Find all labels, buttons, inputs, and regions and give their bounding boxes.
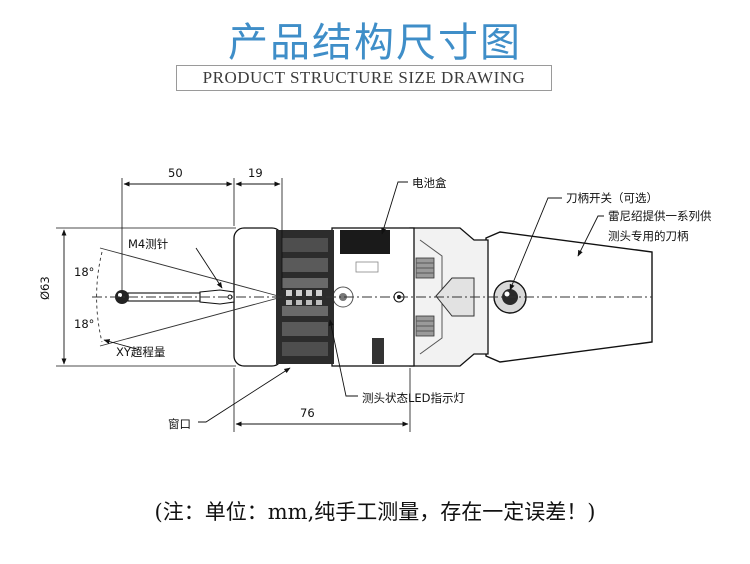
dimension-diameter-63: Ø63 xyxy=(38,276,52,300)
dimension-50: 50 xyxy=(168,166,183,180)
overtravel-lines xyxy=(96,247,283,347)
diameter-dimension xyxy=(56,227,236,367)
dimension-76: 76 xyxy=(300,406,315,420)
subtitle-frame xyxy=(176,65,552,91)
top-dimensions xyxy=(121,178,283,290)
label-battery: 电池盒 xyxy=(412,176,447,190)
label-renishaw-line2: 测头专用的刀柄 xyxy=(608,229,689,243)
label-renishaw-line1: 雷尼绍提供一系列供 xyxy=(608,209,712,223)
dimension-19: 19 xyxy=(248,166,263,180)
footer-note: (注：单位：mm,纯手工测量，存在一定误差！) xyxy=(154,500,596,524)
label-stylus: M4测针 xyxy=(128,237,169,251)
angle-bottom: 18° xyxy=(74,317,95,331)
page-subtitle: PRODUCT STRUCTURE SIZE DRAWING xyxy=(202,68,526,87)
probe-head xyxy=(233,227,334,367)
leader-lines xyxy=(103,181,604,423)
label-shank-switch: 刀柄开关（可选） xyxy=(566,191,658,205)
label-xy-overtravel: XY超程量 xyxy=(116,345,166,359)
angle-top: 18° xyxy=(74,265,95,279)
page-title: 产品结构尺寸图 xyxy=(228,20,522,66)
label-led: 测头状态LED指示灯 xyxy=(362,391,466,405)
label-window: 窗口 xyxy=(168,417,191,431)
bottom-dimension xyxy=(233,368,411,432)
